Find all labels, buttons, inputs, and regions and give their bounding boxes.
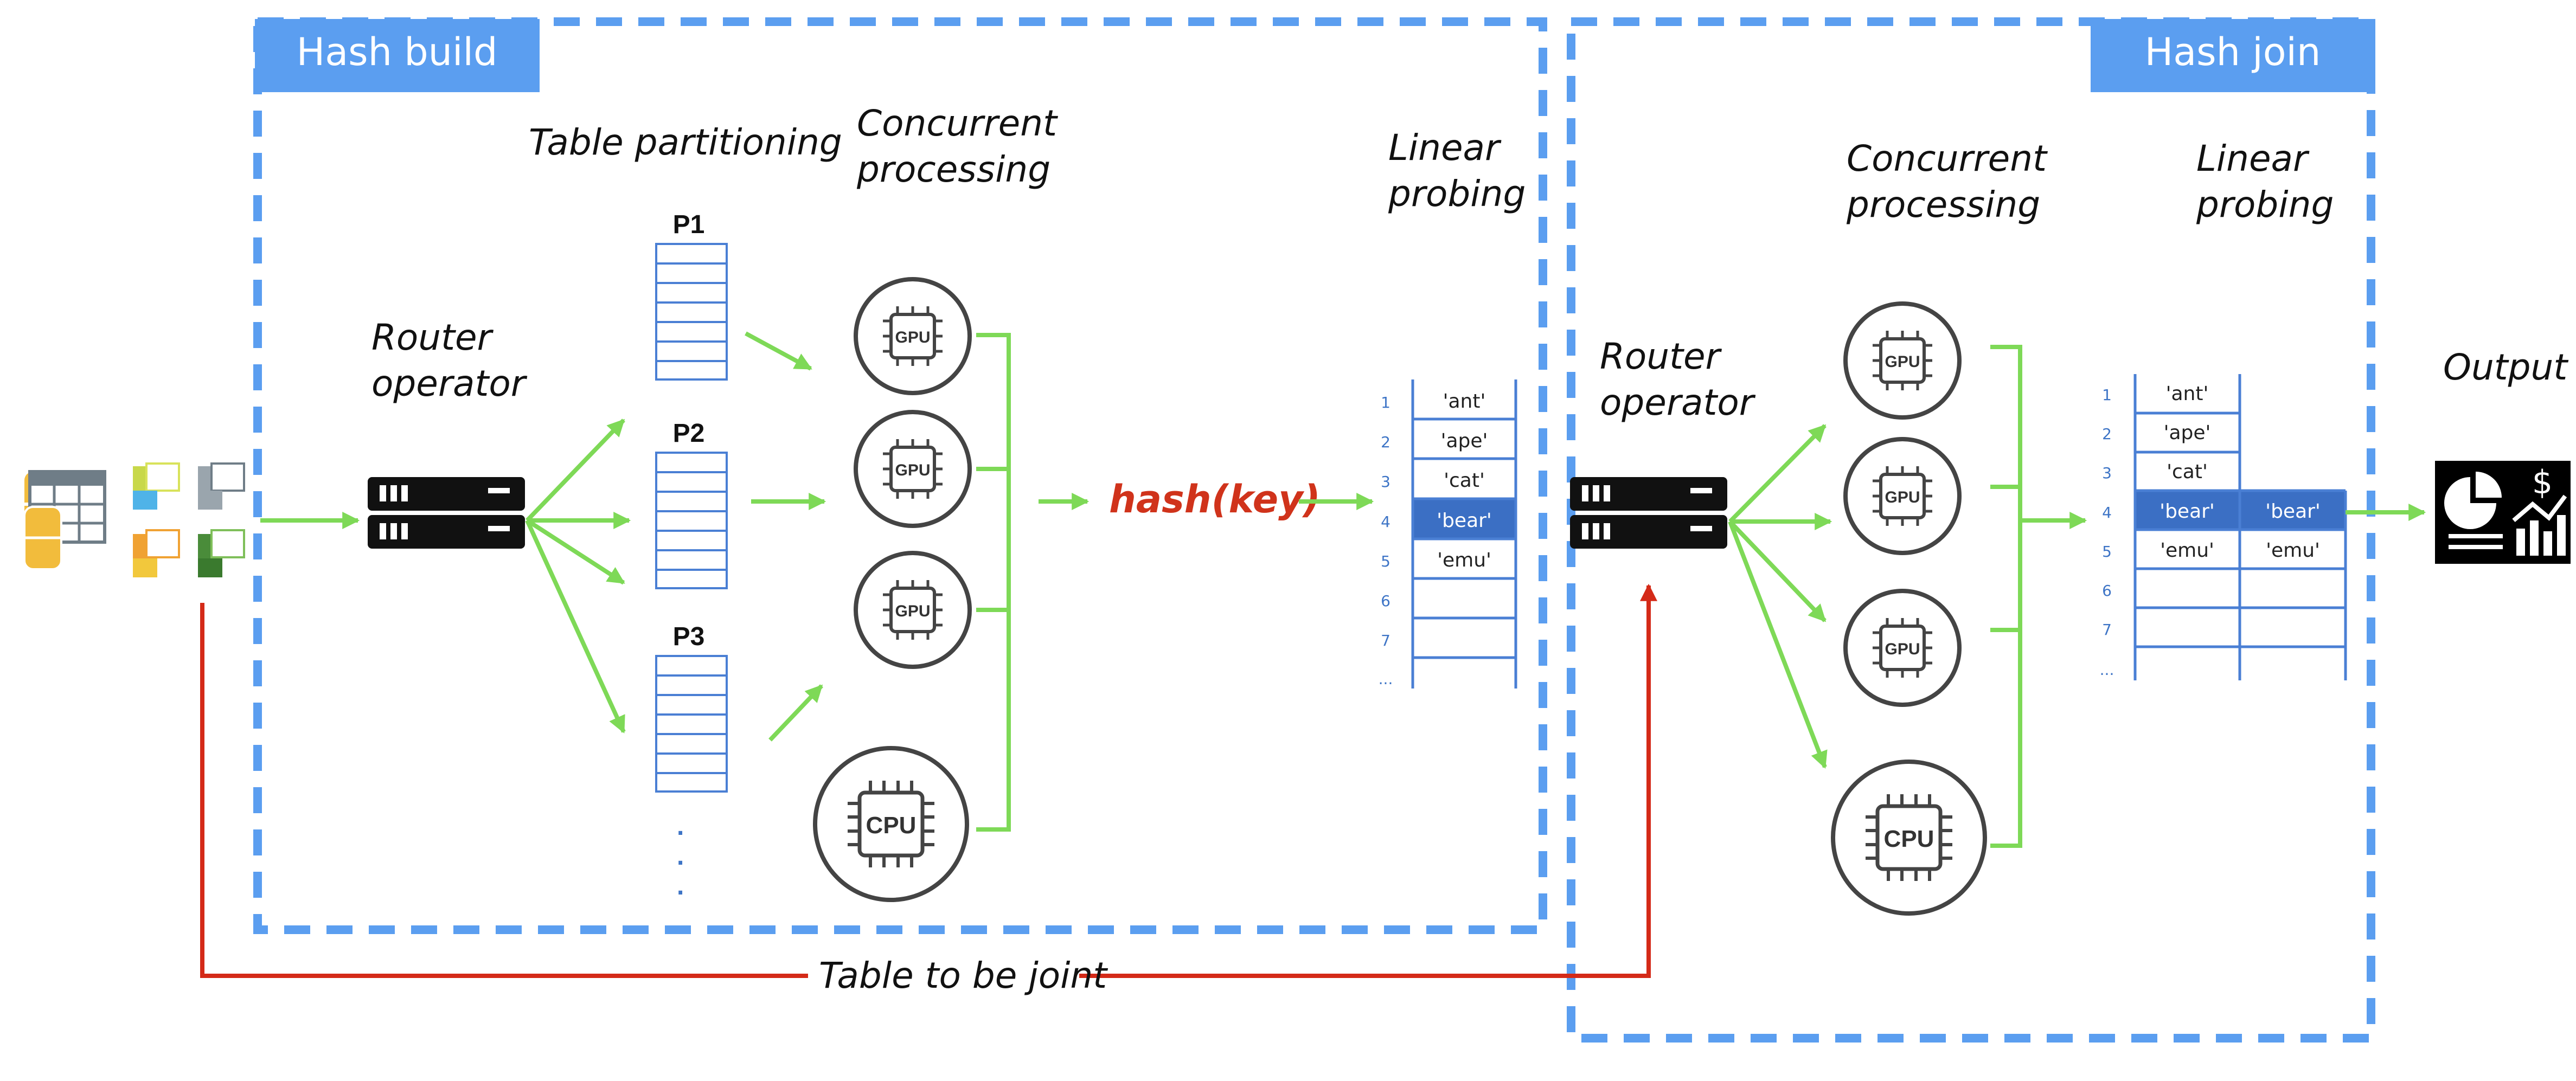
gpu-chip-icon-build-1: GPU xyxy=(854,277,972,395)
partition-ellipsis-1: . xyxy=(677,812,684,841)
join-index-more: ... xyxy=(2100,661,2114,679)
router-label-build-1: Router xyxy=(371,317,494,358)
hash-table-build: 'ant' 'ape' 'cat' 'bear' 'emu' 1 2 3 4 5… xyxy=(1379,379,1517,689)
build-index-2: 2 xyxy=(1381,433,1390,451)
partition-ellipsis-3: . xyxy=(677,872,684,900)
svg-text:GPU: GPU xyxy=(895,461,930,479)
gpu-chip-icon-build-3: GPU xyxy=(854,551,972,669)
join-index-6: 6 xyxy=(2102,582,2112,600)
build-index-7: 7 xyxy=(1381,632,1390,649)
build-key-5: 'emu' xyxy=(1437,549,1491,571)
build-key-3: 'cat' xyxy=(1444,469,1485,492)
build-index-3: 3 xyxy=(1381,473,1390,491)
output-label: Output xyxy=(2443,346,2568,388)
gpu-chip-icon-build-2: GPU xyxy=(854,410,972,528)
svg-text:GPU: GPU xyxy=(895,329,930,346)
join-key-3: 'cat' xyxy=(2167,461,2208,483)
linear-probing-label-build-1: Linear xyxy=(1388,127,1502,169)
join-key-4: 'bear' xyxy=(2160,500,2215,523)
linear-probing-label-build-2: probing xyxy=(1388,173,1526,215)
svg-text:CPU: CPU xyxy=(1884,826,1934,852)
router-label-build-2: operator xyxy=(371,363,528,404)
flow-arrows xyxy=(260,331,2426,769)
table-partitioning-label: Table partitioning xyxy=(529,121,842,163)
build-index-4: 4 xyxy=(1381,513,1390,531)
linear-probing-label-join-2: probing xyxy=(2196,184,2334,226)
hash-join-tag xyxy=(2091,19,2375,92)
svg-text:GPU: GPU xyxy=(1885,488,1920,506)
svg-text:GPU: GPU xyxy=(895,602,930,620)
join-key-2: 'ape' xyxy=(2164,422,2211,444)
build-index-more: ... xyxy=(1379,670,1393,688)
join-index-2: 2 xyxy=(2102,425,2112,443)
table-to-be-joint-path xyxy=(200,583,1657,978)
hash-function-label: hash(key) xyxy=(1109,477,1321,522)
linear-probing-label-join-1: Linear xyxy=(2196,138,2310,179)
hash-build-tag xyxy=(255,19,540,92)
partition-p1: P1 xyxy=(655,210,728,381)
hash-join-border xyxy=(1567,17,2375,1043)
router-server-icon-build xyxy=(368,477,525,549)
svg-text:GPU: GPU xyxy=(1885,353,1920,371)
cpu-chip-icon-build: CPU xyxy=(813,746,969,902)
partition-ellipsis-2: . xyxy=(677,842,684,871)
join-index-4: 4 xyxy=(2102,504,2112,522)
gpu-chip-icon-join-3: GPU xyxy=(1843,589,1962,707)
build-index-5: 5 xyxy=(1381,552,1390,570)
join-index-1: 1 xyxy=(2102,386,2112,404)
build-key-1: 'ant' xyxy=(1443,390,1486,413)
build-key-4: 'bear' xyxy=(1437,510,1492,532)
cpu-chip-icon-join: CPU xyxy=(1831,760,1987,916)
join-key-5: 'emu' xyxy=(2160,539,2214,562)
hash-build-border xyxy=(253,17,1547,934)
partition-p2: P2 xyxy=(655,419,728,589)
join-match-4: 'bear' xyxy=(2265,500,2321,523)
router-label-join-2: operator xyxy=(1600,382,1756,423)
router-label-join-1: Router xyxy=(1600,336,1722,377)
concurrent-label-join-1: Concurrent xyxy=(1847,138,2048,179)
join-index-3: 3 xyxy=(2102,464,2112,482)
svg-text:CPU: CPU xyxy=(866,812,917,839)
router-server-icon-join xyxy=(1570,477,1727,549)
build-index-1: 1 xyxy=(1381,394,1390,411)
join-match-5: 'emu' xyxy=(2266,539,2320,562)
partition-p1-label: P1 xyxy=(673,210,705,239)
table-to-be-joint-label: Table to be joint xyxy=(819,955,1108,996)
join-merge-bracket xyxy=(1990,345,2022,848)
join-index-7: 7 xyxy=(2102,621,2112,639)
svg-text:GPU: GPU xyxy=(1885,640,1920,658)
gpu-chip-icon-join-2: GPU xyxy=(1843,437,1962,555)
hash-join-title: Hash join xyxy=(2145,30,2321,74)
build-key-2: 'ape' xyxy=(1441,430,1488,452)
concurrent-label-build-1: Concurrent xyxy=(857,102,1058,144)
partition-p3: P3 xyxy=(655,622,728,793)
partition-p3-label: P3 xyxy=(673,622,705,651)
concurrent-label-build-2: processing xyxy=(856,149,1050,190)
join-index-5: 5 xyxy=(2102,543,2112,561)
build-index-6: 6 xyxy=(1381,592,1390,610)
analytics-output-icon: $ xyxy=(2435,461,2571,564)
build-merge-bracket xyxy=(976,333,1011,832)
database-tables-icon xyxy=(23,462,245,577)
partition-p2-label: P2 xyxy=(673,419,705,448)
hash-table-join: 'ant' 'ape' 'cat' 'bear' 'emu' 'bear' 'e… xyxy=(2100,374,2347,680)
join-key-1: 'ant' xyxy=(2166,383,2209,405)
concurrent-label-join-2: processing xyxy=(1846,184,2040,226)
svg-text:$: $ xyxy=(2532,464,2553,501)
hash-build-title: Hash build xyxy=(297,30,498,74)
gpu-chip-icon-join-1: GPU xyxy=(1843,301,1962,420)
